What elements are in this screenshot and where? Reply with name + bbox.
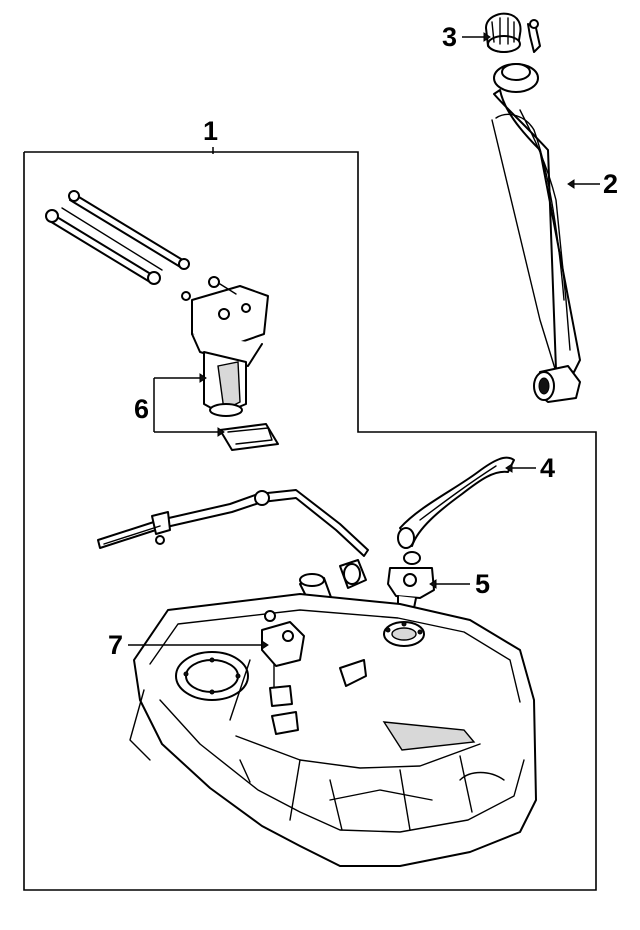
callout-2: 2 — [603, 169, 619, 199]
filler-cap-drawing — [485, 12, 541, 53]
filler-neck-drawing — [491, 63, 581, 403]
callout-6: 6 — [134, 394, 150, 424]
fuel-tube-drawing — [97, 489, 369, 557]
callout-3: 3 — [442, 22, 458, 52]
fuel-lines-drawing — [45, 190, 190, 285]
fuel-tank-drawing — [129, 593, 537, 867]
callout-4: 4 — [540, 453, 556, 483]
callout-1: 1 — [203, 116, 219, 146]
sending-unit-drawing — [229, 610, 305, 735]
callout-7: 7 — [108, 630, 124, 660]
callout-5: 5 — [475, 569, 491, 599]
vent-hose-drawing — [397, 456, 515, 549]
assembly-outline — [23, 151, 597, 891]
check-valve-drawing — [387, 551, 435, 609]
fuel-pump-drawing — [181, 276, 279, 451]
